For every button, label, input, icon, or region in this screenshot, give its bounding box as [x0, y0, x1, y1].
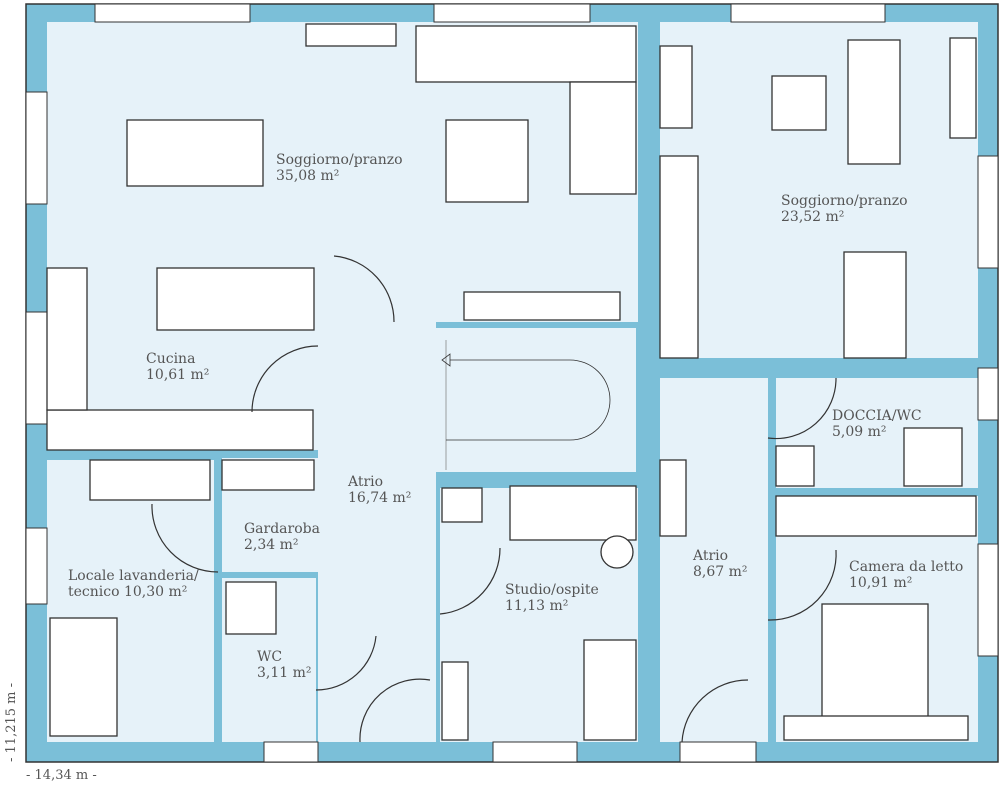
room-area: 3,11 m²: [257, 665, 312, 681]
room-name: WC: [257, 649, 283, 665]
room-soggiorno-right: [660, 22, 978, 358]
room-name: Soggiorno/pranzo: [781, 193, 908, 209]
room-atrio-left: [318, 322, 436, 742]
room-name: Gardaroba: [244, 521, 320, 537]
stairs: [436, 328, 636, 472]
dimension-width: - 14,34 m -: [26, 768, 97, 783]
room-name: Camera da letto: [849, 559, 964, 575]
room-atrio-right: [660, 378, 768, 742]
room-name: Cucina: [146, 351, 196, 367]
room-area: 5,09 m²: [832, 424, 887, 440]
room-name: Studio/ospite: [505, 582, 599, 598]
room-area: 10,91 m²: [849, 575, 913, 591]
room-name: Atrio: [693, 548, 729, 564]
room-name: Soggiorno/pranzo: [276, 152, 403, 168]
doors: [151, 255, 837, 743]
furniture: [46, 23, 977, 741]
room-area: 2,34 m²: [244, 537, 299, 553]
room-area: 8,67 m²: [693, 564, 748, 580]
dimension-height: - 11,215 m -: [4, 683, 19, 762]
room-label-lavanderia: Locale lavanderia/tecnico 10,30 m²: [68, 568, 199, 600]
room-name: DOCCIA/WC: [832, 408, 922, 424]
room-area: 35,08 m²: [276, 168, 340, 184]
room-area: 16,74 m²: [348, 490, 412, 506]
room-area: 23,52 m²: [781, 209, 845, 225]
stair-steps: [441, 340, 611, 470]
room-name: Atrio: [348, 474, 384, 490]
windows: [25, 3, 999, 763]
room-name: Locale lavanderia/: [68, 568, 199, 584]
room-area: 11,13 m²: [505, 598, 569, 614]
room-area: 10,61 m²: [146, 367, 210, 383]
room-area: tecnico 10,30 m²: [68, 584, 188, 600]
